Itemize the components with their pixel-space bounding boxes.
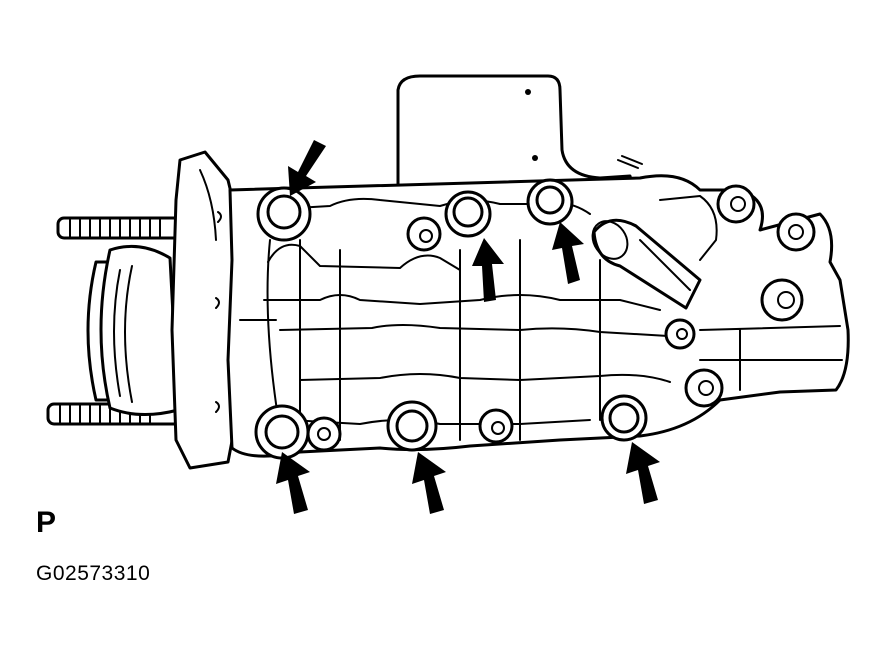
arrow-lower-left <box>276 452 310 514</box>
figure-id: G02573310 <box>36 562 151 585</box>
body-holes <box>306 184 816 452</box>
mounting-flange <box>170 150 246 470</box>
fuel-fitting <box>591 218 702 310</box>
top-bracket <box>396 74 643 202</box>
upper-stud <box>56 216 190 240</box>
bolt-upper-left <box>256 186 312 242</box>
bolt-lower-middle <box>386 400 438 452</box>
arrow-lower-right <box>626 442 660 504</box>
arrow-upper-left <box>288 140 326 196</box>
arrow-upper-right <box>552 222 584 284</box>
bolt-upper-middle <box>444 190 492 238</box>
arrow-upper-middle <box>472 238 504 302</box>
bolt-lower-left <box>254 404 310 460</box>
arrow-lower-middle <box>412 452 446 514</box>
bolt-upper-right <box>526 178 574 226</box>
view-label: P <box>36 506 57 539</box>
bolt-lower-right <box>600 394 648 442</box>
drive-hub <box>86 244 180 417</box>
